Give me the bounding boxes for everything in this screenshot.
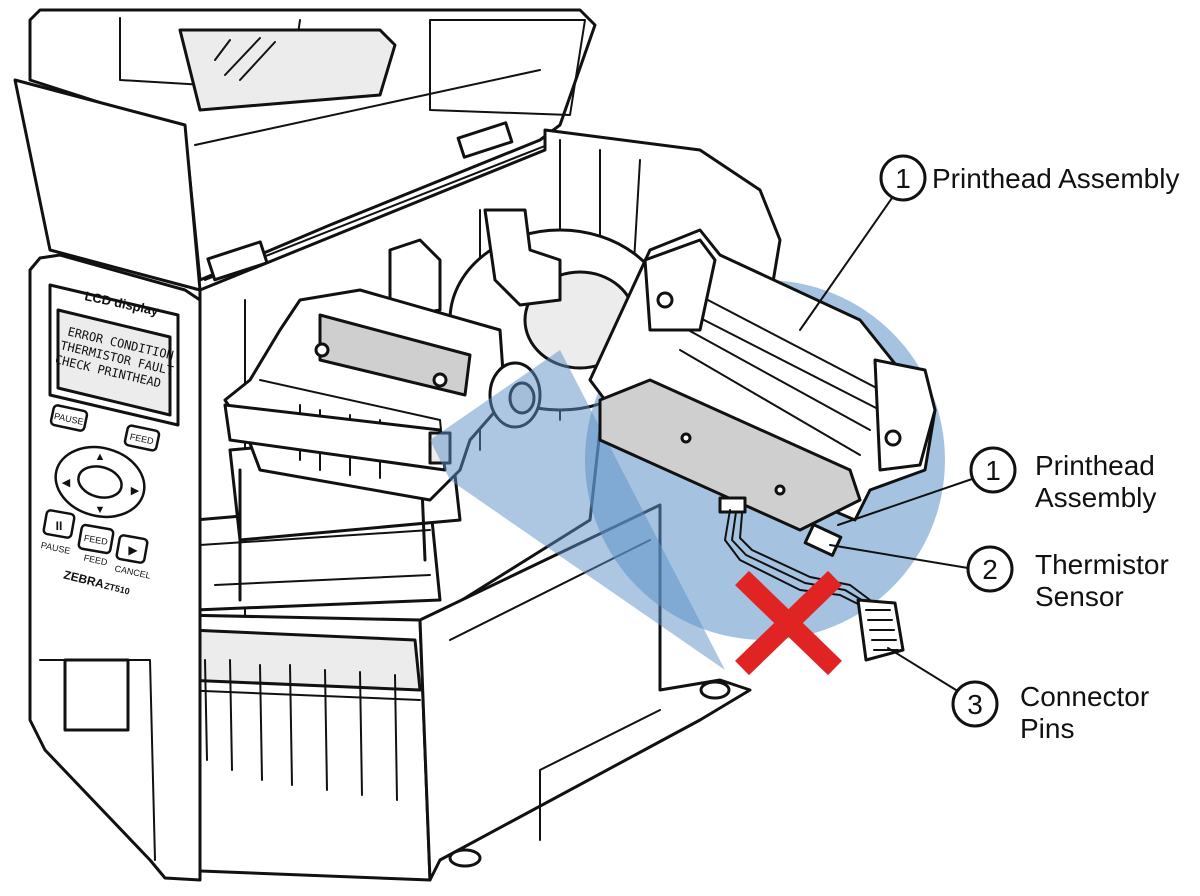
ok-button[interactable]: [75, 462, 125, 502]
feed-button[interactable]: FEED: [77, 523, 115, 555]
callout-number-circle: [951, 680, 999, 728]
callout-number: 1: [985, 455, 1001, 486]
leader-line-2: [829, 544, 969, 569]
callout-number-circle: [969, 446, 1017, 494]
lcd-display: [48, 283, 180, 427]
callout-label-line2: Assembly: [1035, 482, 1156, 513]
callout-label-line2: Pins: [1020, 713, 1074, 744]
zoom-callout: [430, 228, 945, 676]
callout-connector-pins: 3 Connector Pins: [951, 680, 1149, 744]
cancel-button[interactable]: ▶: [115, 534, 149, 564]
callout-label-line1: Connector: [1020, 681, 1149, 712]
printer-body: [173, 128, 782, 882]
callout-thermistor-sensor: 2 Thermistor Sensor: [966, 545, 1169, 612]
arrow-up-icon[interactable]: ▲: [95, 451, 106, 463]
feed-caption: FEED: [83, 553, 109, 568]
disconnect-cross-icon: [735, 570, 842, 676]
callout-number: 2: [982, 554, 998, 585]
callout-label-line1: Thermistor: [1035, 549, 1169, 580]
arrow-right-icon[interactable]: ▶: [131, 485, 140, 497]
feed-button-top[interactable]: FEED: [123, 424, 161, 452]
callout-printhead-assembly-top: 1 Printhead Assembly: [879, 154, 1179, 202]
leader-line-3: [887, 647, 957, 691]
leader-lines: [799, 197, 976, 691]
connector-pins: [856, 598, 905, 662]
navigation-pad: ▲ ▼ ◀ ▶: [54, 445, 146, 519]
printer-lid: [13, 8, 597, 292]
play-icon: ▶: [128, 543, 138, 557]
pause-button-top[interactable]: PAUSE: [49, 404, 89, 432]
panel-buttons: PAUSE FEED ▲ ▼ ◀ ▶ II FEED ▶ PAUSE FEED: [40, 404, 161, 597]
pause-icon: II: [56, 519, 63, 533]
leader-line-1b: [837, 477, 976, 526]
feed-button-label: FEED: [129, 432, 155, 447]
callout-number-circle: [966, 545, 1014, 593]
callout-number: 1: [895, 163, 911, 194]
callout-label: Printhead Assembly: [932, 163, 1179, 194]
arrow-left-icon[interactable]: ◀: [62, 477, 71, 489]
callout-number: 3: [967, 689, 983, 720]
printhead-detached: [588, 228, 937, 662]
callout-printhead-assembly: 1 Printhead Assembly: [969, 446, 1156, 513]
callout-number-circle: [879, 154, 927, 202]
leader-line-1: [799, 197, 893, 331]
callout-label-line1: Printhead: [1035, 450, 1155, 481]
pause-button[interactable]: II: [42, 509, 76, 539]
callout-label-line2: Sensor: [1035, 581, 1124, 612]
arrow-down-icon[interactable]: ▼: [95, 504, 106, 516]
feed-button-label-2: FEED: [83, 533, 109, 547]
